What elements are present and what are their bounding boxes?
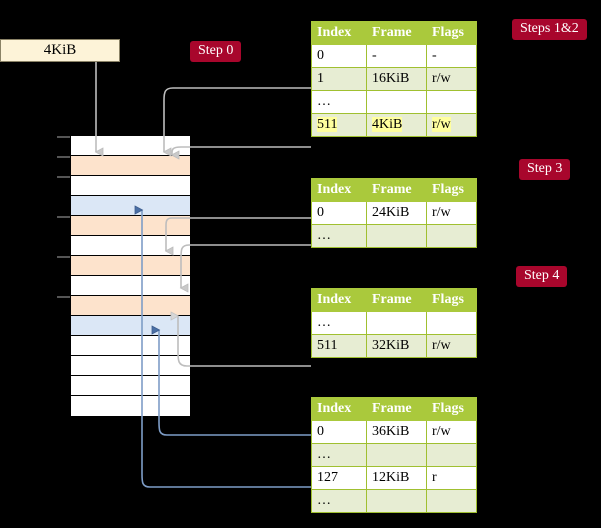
memory-frame-1 (71, 156, 190, 176)
physical-memory-column (70, 135, 191, 416)
cell-frame: 36KiB (366, 420, 427, 444)
column-header-flags: Flags (426, 397, 477, 421)
memory-frame-6 (71, 256, 190, 276)
memory-frame-7 (71, 276, 190, 296)
cell-index: 0 (311, 201, 367, 225)
cell-frame: - (366, 44, 427, 68)
cell-frame (366, 443, 427, 467)
cell-flags: r (426, 466, 477, 490)
cell-frame: 24KiB (366, 201, 427, 225)
table-row: … (311, 224, 477, 248)
memory-tick-1 (57, 156, 70, 158)
cell-flags (426, 311, 477, 335)
cell-frame: 16KiB (366, 67, 427, 91)
cell-frame: 4KiB (366, 113, 427, 137)
badge-steps-1-2: Steps 1&2 (512, 19, 587, 41)
cell-index: … (311, 90, 367, 114)
column-header-flags: Flags (426, 21, 477, 45)
column-header-index: Index (311, 397, 367, 421)
memory-frame-12 (71, 376, 190, 396)
memory-frame-5 (71, 236, 190, 256)
cell-flags (426, 224, 477, 248)
cell-index: 1 (311, 67, 367, 91)
request-size-label: 4KiB (43, 42, 77, 58)
column-header-frame: Frame (366, 288, 427, 312)
column-header-frame: Frame (366, 178, 427, 202)
table-row: … (311, 90, 477, 114)
column-header-index: Index (311, 178, 367, 202)
memory-frame-3 (71, 196, 190, 216)
memory-frame-8 (71, 296, 190, 316)
cell-index: 511 (311, 334, 367, 358)
cell-index: … (311, 443, 367, 467)
cell-frame (366, 224, 427, 248)
cell-flags (426, 489, 477, 513)
column-header-frame: Frame (366, 21, 427, 45)
column-header-flags: Flags (426, 288, 477, 312)
request-size-box: 4KiB (0, 39, 120, 62)
cell-index: 511 (311, 113, 367, 137)
memory-frame-13 (71, 396, 190, 416)
cell-frame (366, 311, 427, 335)
cell-frame: 32KiB (366, 334, 427, 358)
memory-frame-0 (71, 136, 190, 156)
memory-tick-3 (57, 216, 70, 218)
cell-flags: r/w (426, 334, 477, 358)
memory-frame-2 (71, 176, 190, 196)
column-header-index: Index (311, 288, 367, 312)
cell-index: 127 (311, 466, 367, 490)
cell-flags: r/w (426, 113, 477, 137)
cell-index: … (311, 311, 367, 335)
memory-tick-4 (57, 256, 70, 258)
memory-frame-9 (71, 316, 190, 336)
cell-frame (366, 90, 427, 114)
table-row: 0-- (311, 44, 477, 68)
cell-flags (426, 90, 477, 114)
cell-flags: r/w (426, 201, 477, 225)
badge-step-0: Step 0 (190, 41, 242, 63)
cell-flags: r/w (426, 67, 477, 91)
cell-frame (366, 489, 427, 513)
memory-frame-11 (71, 356, 190, 376)
column-header-flags: Flags (426, 178, 477, 202)
badge-step-4: Step 4 (516, 266, 568, 288)
cell-index: 0 (311, 420, 367, 444)
memory-tick-2 (57, 176, 70, 178)
column-header-frame: Frame (366, 397, 427, 421)
table-row: … (311, 443, 477, 467)
memory-frame-4 (71, 216, 190, 236)
cell-flags: r/w (426, 420, 477, 444)
memory-frame-10 (71, 336, 190, 356)
cell-index: … (311, 224, 367, 248)
column-header-index: Index (311, 21, 367, 45)
cell-flags (426, 443, 477, 467)
table-row: … (311, 311, 477, 335)
table-row: … (311, 489, 477, 513)
cell-flags: - (426, 44, 477, 68)
cell-index: 0 (311, 44, 367, 68)
badge-step-3: Step 3 (519, 159, 571, 181)
cell-frame: 12KiB (366, 466, 427, 490)
memory-tick-5 (57, 296, 70, 298)
cell-index: … (311, 489, 367, 513)
memory-tick-0 (57, 136, 70, 138)
